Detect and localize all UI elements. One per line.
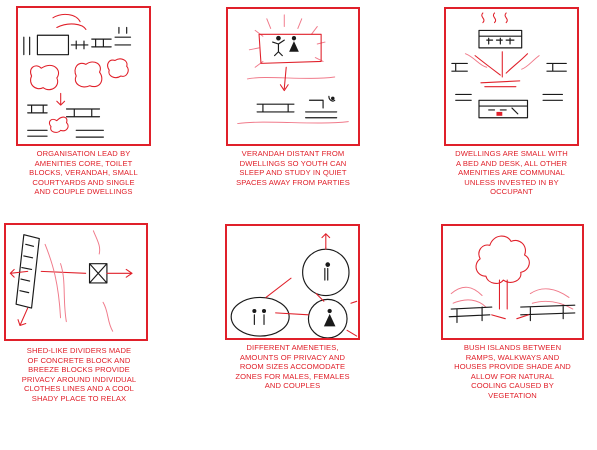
panel-4-caption-line-2: OF CONCRETE BLOCK AND (4, 356, 154, 366)
panel-5-caption-line-4: ZONES FOR MALES, FEMALES (225, 372, 360, 382)
panel-6-caption-line-3: HOUSES PROVIDE SHADE AND (441, 362, 584, 372)
panel-5-caption-line-5: AND COUPLES (225, 381, 360, 391)
panel-3-caption: DWELLINGS ARE SMALL WITH A BED AND DESK,… (444, 149, 579, 197)
panel-4-caption: SHED-LIKE DIVIDERS MADE OF CONCRETE BLOC… (4, 346, 154, 404)
panel-3-caption-line-2: A BED AND DESK, ALL OTHER (444, 159, 579, 169)
panel-6-caption: BUSH ISLANDS BETWEEN RAMPS, WALKWAYS AND… (441, 343, 584, 401)
bush-islands-sketch (443, 226, 582, 338)
panel-2-caption-line-4: SPACES AWAY FROM PARTIES (226, 178, 360, 188)
sketch-panel-verandah (226, 7, 360, 146)
panel-5-caption-line-3: ROOM SIZES ACCOMODATE (225, 362, 360, 372)
panel-4-caption-line-1: SHED-LIKE DIVIDERS MADE (4, 346, 154, 356)
panel-1-caption-line-2: AMENITIES CORE, TOILET (16, 159, 151, 169)
sketch-panel-dividers (4, 223, 148, 341)
zones-sketch (227, 226, 358, 338)
panel-5-caption: DIFFERENT AMENETIES, AMOUNTS OF PRIVACY … (225, 343, 360, 391)
panel-3-caption-line-5: OCCUPANT (444, 187, 579, 197)
panel-5-caption-line-2: AMOUNTS OF PRIVACY AND (225, 353, 360, 363)
panel-4-caption-line-4: PRIVACY AROUND INDIVIDUAL (4, 375, 154, 385)
organisation-sketch (18, 8, 149, 144)
verandah-sketch (228, 9, 358, 144)
panel-4-caption-line-3: BREEZE BLOCKS PROVIDE (4, 365, 154, 375)
panel-6-caption-line-2: RAMPS, WALKWAYS AND (441, 353, 584, 363)
dividers-sketch (6, 225, 146, 339)
dwellings-sketch (446, 9, 577, 144)
panel-1-caption-line-5: AND COUPLE DWELLINGS (16, 187, 151, 197)
sketch-panel-zones (225, 224, 360, 340)
sketch-panel-bush-islands (441, 224, 584, 340)
panel-3-caption-line-3: AMENITIES ARE COMMUNAL (444, 168, 579, 178)
panel-1-caption: ORGANISATION LEAD BY AMENITIES CORE, TOI… (16, 149, 151, 197)
panel-2-caption: VERANDAH DISTANT FROM DWELLINGS SO YOUTH… (226, 149, 360, 187)
panel-6-caption-line-1: BUSH ISLANDS BETWEEN (441, 343, 584, 353)
panel-4-caption-line-5: CLOTHES LINES AND A COOL (4, 384, 154, 394)
panel-2-caption-line-2: DWELLINGS SO YOUTH CAN (226, 159, 360, 169)
panel-2-caption-line-3: SLEEP AND STUDY IN QUIET (226, 168, 360, 178)
panel-4-caption-line-6: SHADY PLACE TO RELAX (4, 394, 154, 404)
panel-6-caption-line-6: VEGETATION (441, 391, 584, 401)
panel-2-caption-line-1: VERANDAH DISTANT FROM (226, 149, 360, 159)
sketch-panel-dwellings (444, 7, 579, 146)
panel-3-caption-line-4: UNLESS INVESTED IN BY (444, 178, 579, 188)
panel-6-caption-line-5: COOLING CAUSED BY (441, 381, 584, 391)
panel-1-caption-line-3: BLOCKS, VERANDAH, SMALL (16, 168, 151, 178)
panel-5-caption-line-1: DIFFERENT AMENETIES, (225, 343, 360, 353)
panel-1-caption-line-1: ORGANISATION LEAD BY (16, 149, 151, 159)
sketch-panel-organisation (16, 6, 151, 146)
panel-1-caption-line-4: COURTYARDS AND SINGLE (16, 178, 151, 188)
panel-3-caption-line-1: DWELLINGS ARE SMALL WITH (444, 149, 579, 159)
panel-6-caption-line-4: ALLOW FOR NATURAL (441, 372, 584, 382)
